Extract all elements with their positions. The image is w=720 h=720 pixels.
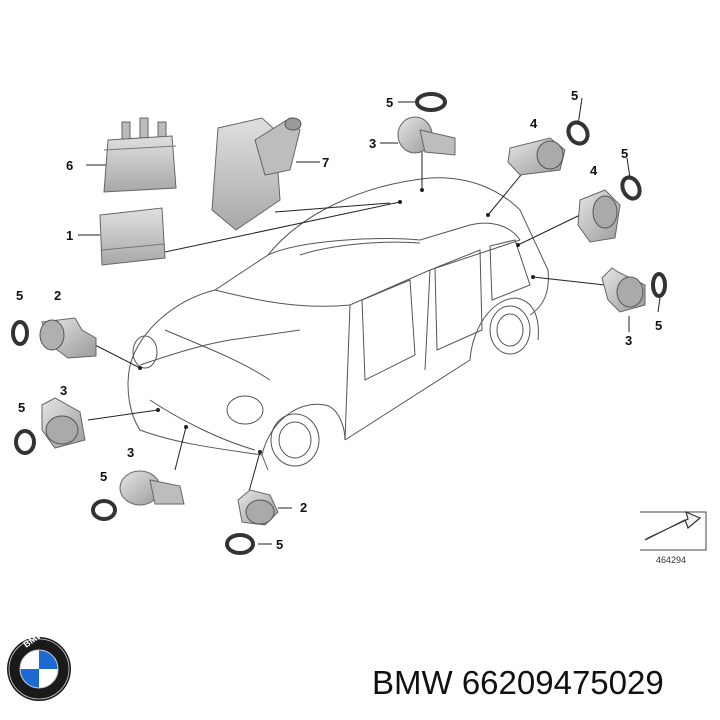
diagram-number: 464294 — [656, 555, 686, 565]
sensor-part-3-left — [41, 397, 86, 449]
callout-5-right: 5 — [621, 146, 628, 161]
callout-5-upper-right: 5 — [571, 88, 578, 103]
seal-ring-5-bottom-left — [91, 499, 117, 521]
sensor-part-3-bottom — [119, 470, 185, 506]
sensor-part-4-upper — [507, 137, 566, 176]
callout-5-left-lower: 5 — [18, 400, 25, 415]
seal-ring-5-upper-right — [566, 120, 590, 146]
callout-3-bottom: 3 — [127, 445, 134, 460]
part-caption: BMW 66209475029 — [372, 664, 664, 702]
callout-5-bottom: 5 — [276, 537, 283, 552]
callout-6: 6 — [66, 158, 73, 173]
bmw-logo-icon: BMW — [7, 636, 71, 701]
seal-ring-5-far-right — [651, 272, 667, 298]
seal-ring-5-left — [11, 320, 29, 346]
callout-numbers: 6 1 7 3 5 4 5 4 5 5 3 5 2 3 5 3 5 2 5 — [16, 88, 662, 552]
sensor-part-3-right — [601, 267, 646, 313]
callout-5-top: 5 — [386, 95, 393, 110]
sensor-part-2-bottom — [237, 489, 279, 526]
sensor-part-4-right — [577, 189, 621, 243]
seal-ring-5-right — [620, 175, 642, 201]
seal-ring-5-top — [415, 92, 447, 112]
callout-5-far-right: 5 — [655, 318, 662, 333]
callout-4-upper: 4 — [530, 116, 538, 131]
leader-lines — [78, 97, 661, 545]
callout-4-right: 4 — [590, 163, 598, 178]
callout-5-bottom-left: 5 — [100, 469, 107, 484]
callout-2-left: 2 — [54, 288, 61, 303]
callout-3-left: 3 — [60, 383, 67, 398]
callout-3-right: 3 — [625, 333, 632, 348]
part-number: 66209475029 — [461, 664, 664, 701]
brand-name: BMW — [372, 664, 453, 701]
control-module-part-6 — [103, 117, 177, 193]
control-unit-part-1 — [99, 207, 166, 266]
sensor-part-3-top — [397, 116, 456, 156]
car-outline — [127, 177, 549, 471]
callout-2-bottom: 2 — [300, 500, 307, 515]
seal-ring-5-left-lower — [14, 429, 36, 455]
callout-3-top: 3 — [369, 136, 376, 151]
bracket-part-7 — [211, 117, 302, 231]
attachment-points — [138, 188, 535, 454]
callout-5-left: 5 — [16, 288, 23, 303]
sensor-part-2-left — [39, 317, 97, 359]
seal-ring-5-bottom — [225, 533, 255, 555]
callout-7: 7 — [322, 155, 329, 170]
callout-1: 1 — [66, 228, 73, 243]
diagram-reference: 464294 — [640, 510, 707, 565]
